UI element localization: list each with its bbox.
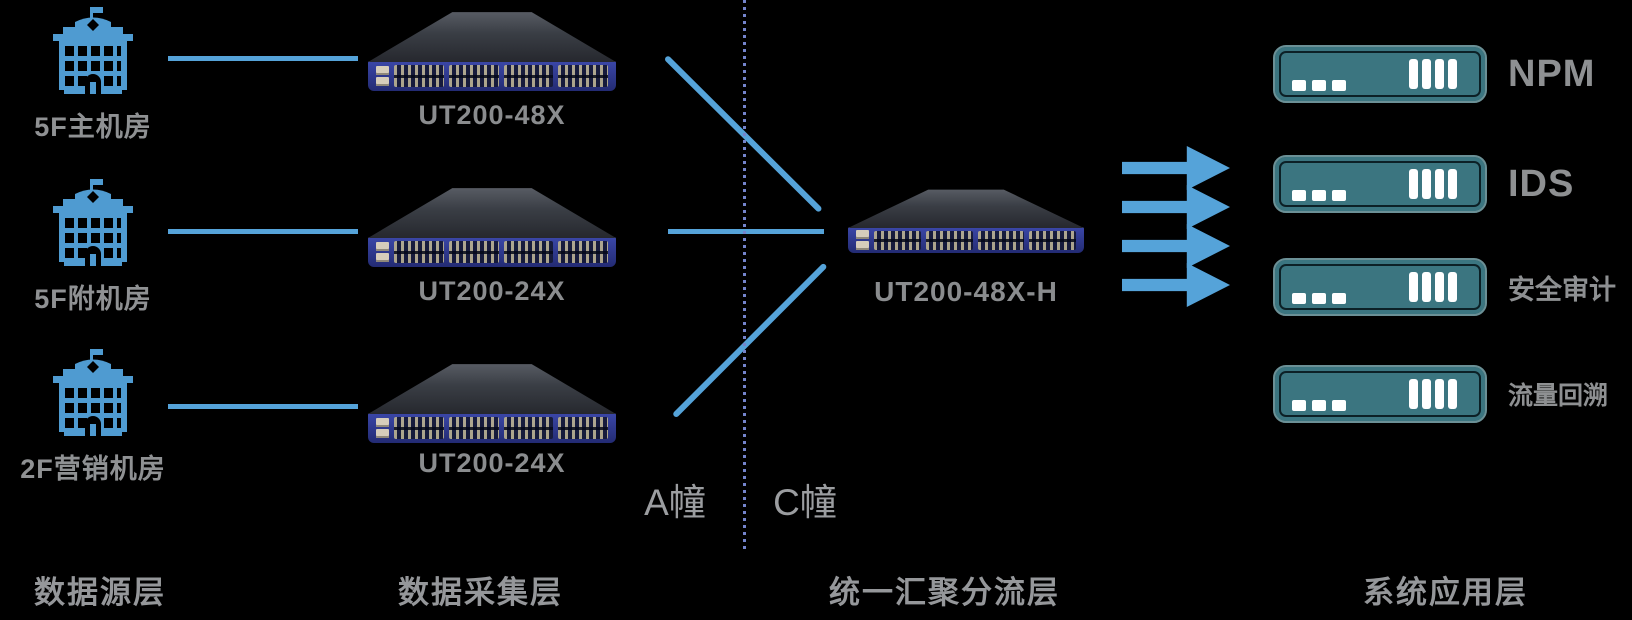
collector-2-model-label: UT200-24X [418, 276, 566, 306]
zone-label-c: C幢 [773, 482, 837, 523]
server-vents-icon [1409, 379, 1457, 409]
switch-chassis-top [368, 188, 616, 238]
collector-switch-3-icon [368, 362, 616, 446]
rj45-ports-icon [376, 242, 389, 262]
port-bank-icon [448, 417, 499, 439]
port-bank-icon [503, 241, 554, 263]
flow-arrow-icon [1122, 146, 1230, 190]
port-bank-icon [448, 241, 499, 263]
source-node-aux-room: 5F附机房 [2, 178, 184, 316]
port-bank-icon [558, 417, 608, 439]
server-icon-security-audit [1273, 258, 1487, 316]
server-vents-icon [1409, 59, 1457, 89]
port-bank-icon [394, 417, 444, 439]
layer-label-aggregation: 统一汇聚分流层 [829, 575, 1060, 610]
server-icon-ids [1273, 155, 1487, 213]
port-bank-icon [1029, 230, 1076, 250]
aggregator-switch-icon [848, 188, 1084, 254]
switch-front-panel [368, 413, 616, 443]
server-icon-npm [1273, 45, 1487, 103]
app-label-security-audit: 安全审计 [1508, 274, 1616, 305]
port-bank-icon [977, 230, 1025, 250]
server-vents-icon [1409, 272, 1457, 302]
collector-1-model-label: UT200-48X [418, 100, 566, 130]
source-node-main-room: 5F主机房 [2, 6, 184, 144]
server-leds-icon [1292, 80, 1346, 91]
connector-line-source1 [168, 56, 358, 61]
switch-chassis-top [848, 189, 1084, 228]
flow-arrow-icon [1122, 224, 1230, 268]
port-bank-icon [448, 65, 499, 87]
port-bank-icon [503, 65, 554, 87]
port-bank-icon [558, 241, 608, 263]
server-leds-icon [1292, 400, 1346, 411]
rj45-ports-icon [376, 66, 389, 86]
server-leds-icon [1292, 190, 1346, 201]
switch-front-panel [368, 237, 616, 267]
connector-line-source3 [168, 404, 358, 409]
source-label: 5F主机房 [34, 112, 152, 142]
connector-line-source2 [168, 229, 358, 234]
connector-line-collector3-agg [672, 262, 828, 419]
port-bank-icon [925, 230, 973, 250]
collector-3-model-label: UT200-24X [418, 448, 566, 478]
app-label-traffic-playback: 流量回溯 [1508, 382, 1609, 410]
server-icon-traffic-playback [1273, 365, 1487, 423]
building-icon [53, 179, 133, 266]
collector-switch-1-icon [368, 10, 616, 94]
server-vents-icon [1409, 169, 1457, 199]
port-bank-icon [503, 417, 554, 439]
layer-label-data-source: 数据源层 [34, 575, 166, 610]
zone-label-a: A幢 [644, 482, 706, 523]
collector-switch-2-icon [368, 186, 616, 270]
rj45-ports-icon [376, 418, 389, 438]
server-leds-icon [1292, 293, 1346, 304]
aggregator-model-label: UT200-48X-H [874, 276, 1058, 307]
switch-front-panel [848, 227, 1084, 253]
port-bank-icon [874, 230, 921, 250]
switch-chassis-top [368, 364, 616, 414]
layer-label-system-application: 系统应用层 [1363, 575, 1528, 610]
port-bank-icon [558, 65, 608, 87]
building-icon [53, 7, 133, 94]
port-bank-icon [394, 241, 444, 263]
building-icon [53, 349, 133, 436]
flow-arrow-icon [1122, 185, 1230, 229]
flow-arrow-icon [1122, 263, 1230, 307]
switch-chassis-top [368, 12, 616, 62]
zone-divider-dotted-line [743, 0, 746, 550]
source-node-marketing-room: 2F营销机房 [2, 348, 184, 486]
port-bank-icon [394, 65, 444, 87]
rj45-ports-icon [856, 230, 869, 250]
source-label: 5F附机房 [34, 284, 152, 314]
app-label-npm: NPM [1508, 52, 1596, 95]
source-label: 2F营销机房 [20, 454, 166, 484]
switch-front-panel [368, 61, 616, 91]
app-label-ids: IDS [1508, 162, 1575, 205]
layer-label-data-collection: 数据采集层 [398, 575, 563, 610]
connector-line-collector2-agg [668, 229, 824, 234]
